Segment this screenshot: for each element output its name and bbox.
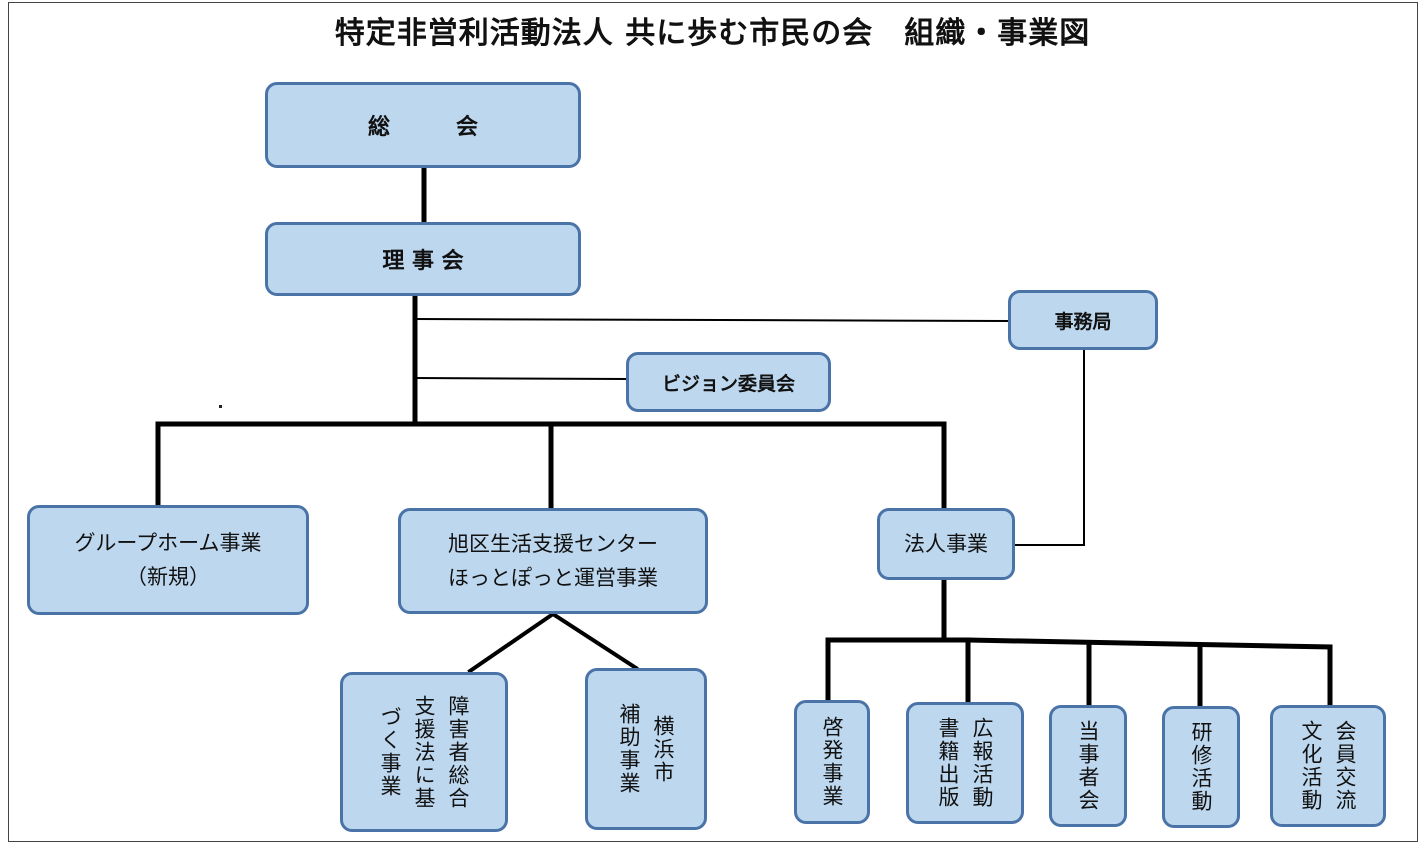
node-party-meeting: 当事者会 [1049,705,1127,827]
line-sub-bar [825,637,1333,650]
node-disability-law-business: 障害者総合 支援法に基 づく事業 [340,672,508,832]
line-to-vision [413,376,628,381]
node-general-meeting: 総 会 [265,82,581,168]
node-publicity: 広報活動 書籍出版 [906,702,1024,824]
stray-dot [219,405,222,408]
node-board: 理 事 会 [265,222,581,296]
diagram-title: 特定非営利活動法人 共に歩む市民の会 組織・事業図 [334,16,1091,51]
node-group-home: グループホーム事業 （新規） [27,505,309,615]
line-to-secretariat [413,317,1010,323]
line-center-left [467,611,556,674]
node-member-exchange: 会員交流 文化活動 [1270,705,1386,827]
node-yokohama-subsidy: 横浜市 補助事業 [585,668,707,830]
line-center-right [550,611,639,671]
node-corporate-business: 法人事業 [877,508,1015,580]
node-vision-committee: ビジョン委員会 [626,352,831,412]
node-support-center: 旭区生活支援センター ほっとぽっと運営事業 [398,508,708,614]
node-enlightenment: 啓発事業 [794,700,870,824]
node-secretariat: 事務局 [1008,290,1158,350]
node-training: 研修活動 [1162,706,1240,828]
